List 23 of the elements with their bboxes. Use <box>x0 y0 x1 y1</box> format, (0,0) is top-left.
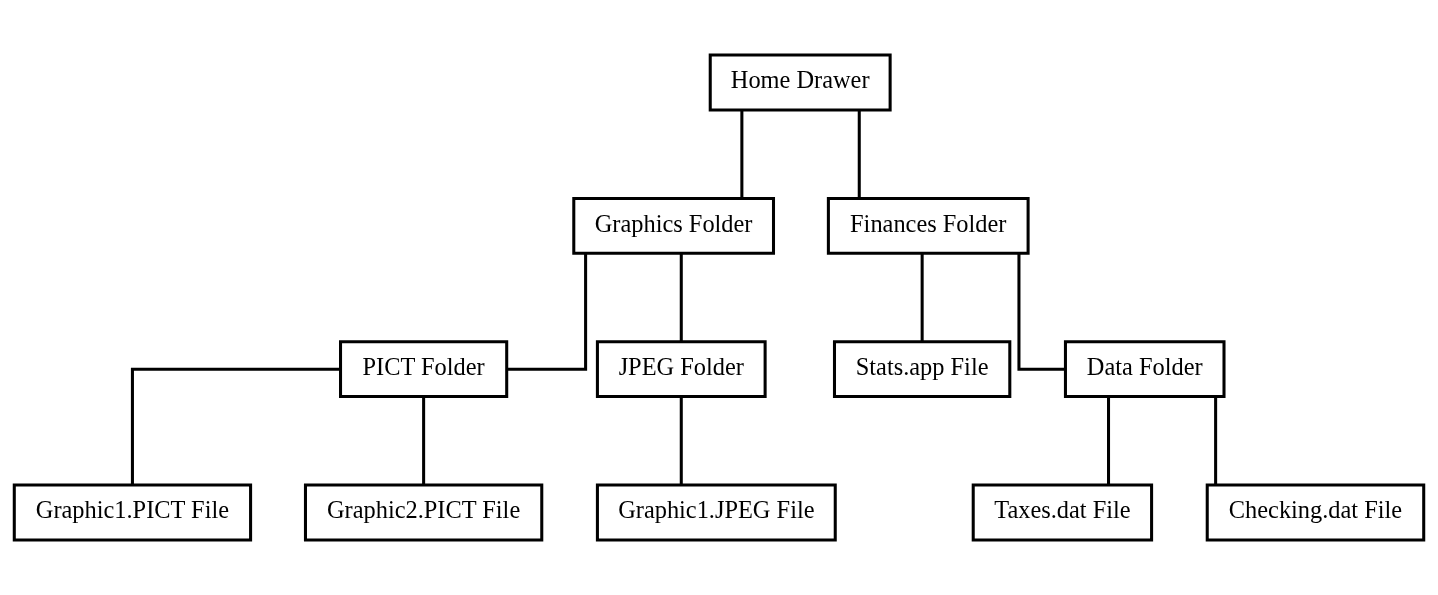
node-box: Graphics Folder <box>572 196 776 255</box>
connector <box>1107 396 1111 485</box>
node-box: Home Drawer <box>708 53 892 112</box>
connector <box>1017 253 1066 371</box>
connector <box>507 253 588 371</box>
node-box: Finances Folder <box>826 196 1030 255</box>
connector <box>130 367 341 485</box>
connector <box>857 110 861 199</box>
node-box: Graphic1.PICT File <box>12 483 253 542</box>
node-box: Taxes.dat File <box>971 483 1154 542</box>
node-box: Checking.dat File <box>1205 483 1426 542</box>
connector <box>679 253 683 342</box>
node-box: Stats.app File <box>832 340 1012 399</box>
node-box: Data Folder <box>1063 340 1226 399</box>
connector <box>1214 396 1218 485</box>
connector <box>920 253 924 342</box>
connector <box>422 396 426 485</box>
connector <box>679 396 683 485</box>
node-box: Graphic2.PICT File <box>303 483 544 542</box>
node-box: PICT Folder <box>339 340 509 399</box>
node-box: Graphic1.JPEG File <box>595 483 837 542</box>
connector <box>740 110 744 199</box>
node-box: JPEG Folder <box>595 340 767 399</box>
